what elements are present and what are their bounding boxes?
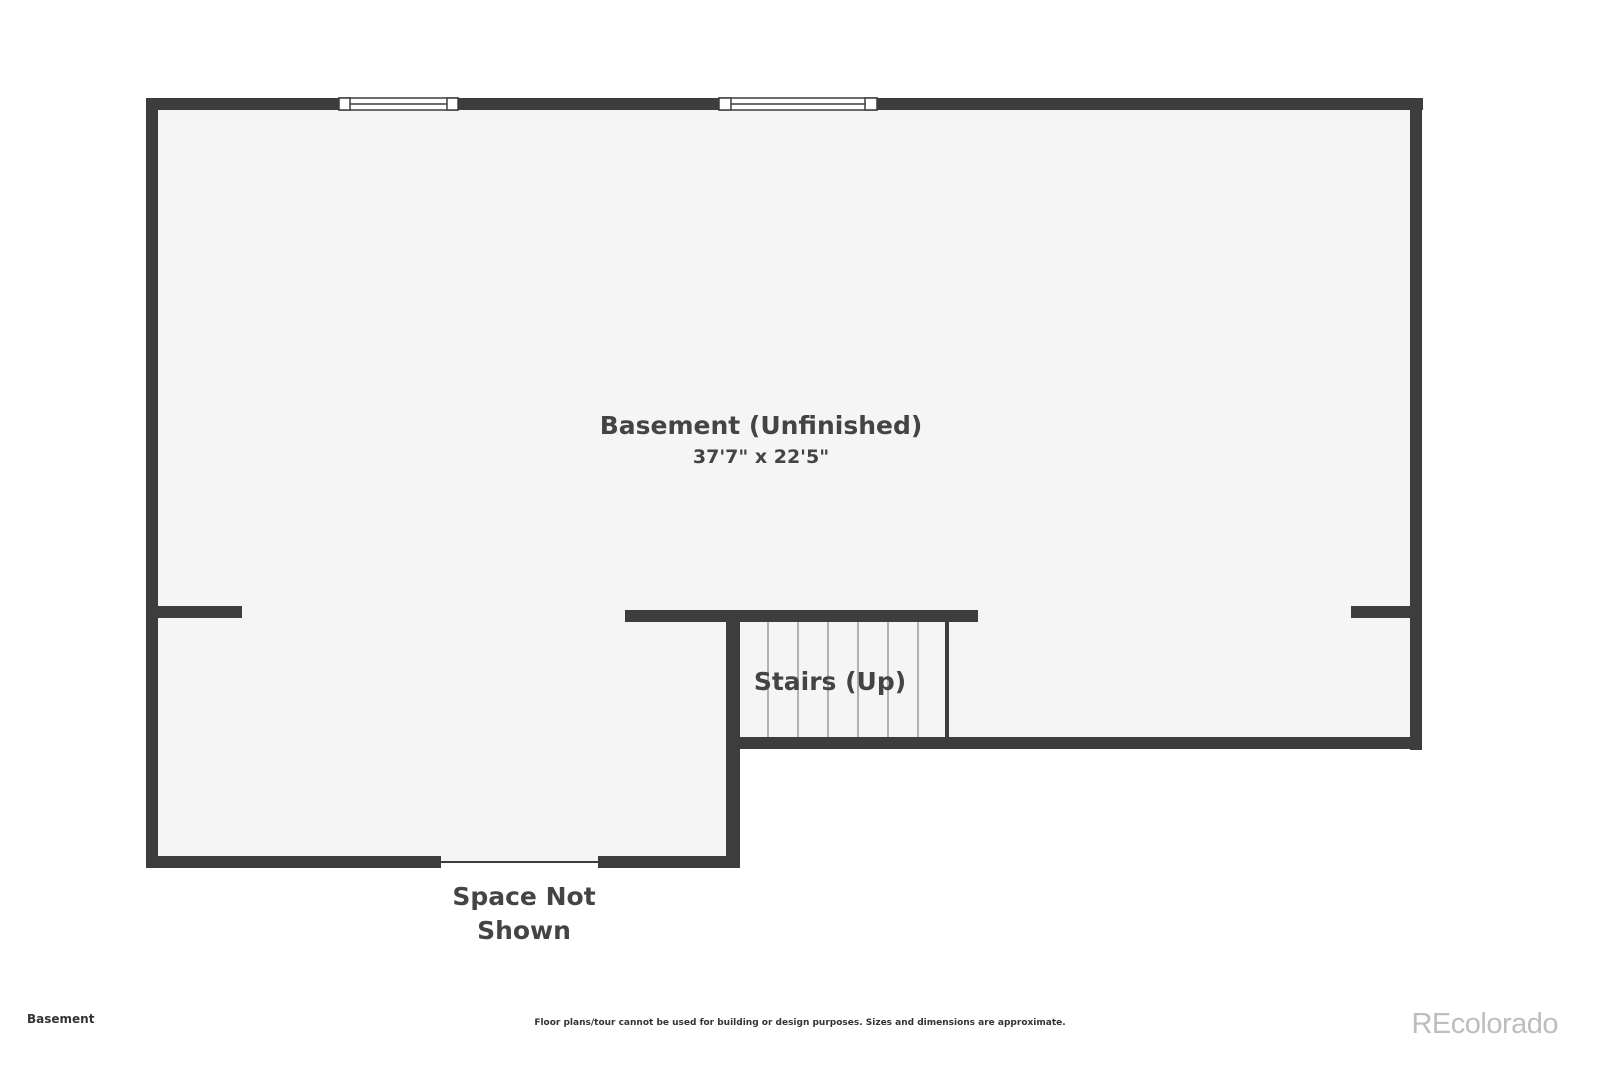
interior-walls <box>152 606 1416 744</box>
window-right <box>718 97 878 111</box>
exterior-walls <box>146 98 1423 868</box>
floor-area <box>152 104 1416 862</box>
brand-watermark: REcolorado <box>1411 1008 1558 1040</box>
stair-treads <box>767 622 919 737</box>
disclaimer-text: Floor plans/tour cannot be used for buil… <box>534 1018 1066 1028</box>
window-left <box>338 97 459 111</box>
stairs-label: Stairs (Up) <box>754 667 906 696</box>
space-not-shown-line2: Shown <box>477 916 571 945</box>
floor-label: Basement <box>27 1012 95 1026</box>
basement-room-name: Basement (Unfinished) <box>600 411 923 440</box>
basement-room-dimensions: 37'7" x 22'5" <box>693 446 829 468</box>
space-not-shown-line1: Space Not <box>452 882 595 911</box>
